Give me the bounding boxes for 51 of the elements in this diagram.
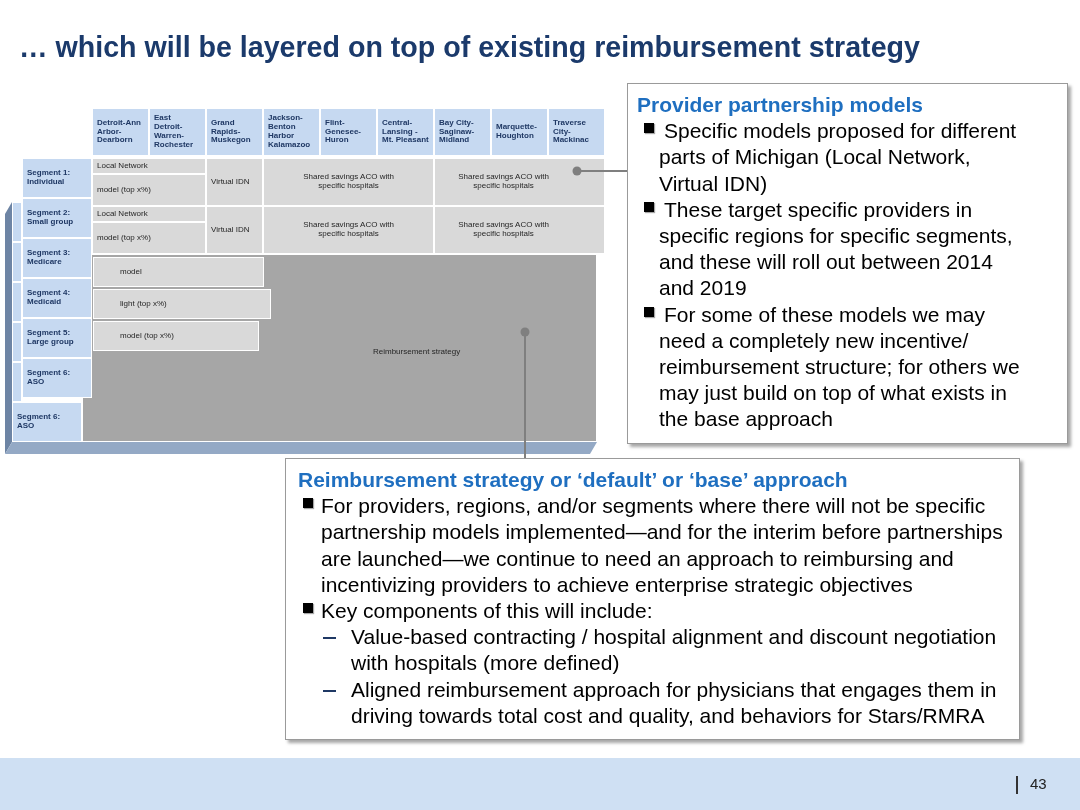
model-cell: model — [93, 257, 264, 287]
stacked-segment-tile — [12, 362, 22, 402]
model-cell: Local Network — [92, 158, 206, 174]
region-header: Central-Lansing - Mt. Pleasant — [377, 108, 434, 156]
stacked-segment-tile — [12, 242, 22, 282]
region-header: East Detroit-Warren-Rochester — [149, 108, 206, 156]
leader-line — [520, 327, 530, 459]
leader-line — [572, 166, 628, 176]
model-cell: Shared savings ACO with specific hospitals — [263, 206, 434, 254]
segment-label: Segment 6: ASO — [12, 402, 82, 442]
model-cell: model (top x%) — [92, 222, 206, 254]
segment-label: Segment 4: Medicaid — [22, 278, 92, 318]
model-cell: model (top x%) — [93, 321, 259, 351]
stacked-segment-tile — [12, 282, 22, 322]
stacked-segment-tile — [12, 202, 22, 242]
segment-label: Segment 1: Individual — [22, 158, 92, 198]
region-header: Jackson-Benton Harbor Kalamazoo — [263, 108, 320, 156]
region-header: Marquette-Houghton — [491, 108, 548, 156]
bullet-text: Specific models proposed for different parts of Michigan (Local Network, Virtual IDN) — [659, 118, 1018, 197]
bullet-text: Aligned reimbursement approach for physicians that engages them in driving towards total cost and quality, and behaviors for Stars/RMRA — [351, 676, 998, 729]
segment-label: Segment 3: Medicare — [22, 238, 92, 278]
model-cell: Virtual IDN — [206, 206, 263, 254]
model-cell: Shared savings ACO with specific hospitals — [263, 158, 434, 206]
model-cell: Local Network — [92, 206, 206, 222]
slide-title: … which will be layered on top of existing reimbursement strategy — [19, 30, 920, 64]
segment-label: Segment 5: Large group — [22, 318, 92, 358]
segment-label: Segment 2: Small group — [22, 198, 92, 238]
bullet-text: Value-based contracting / hospital alignment and discount negotiation with hospitals (more defined) — [351, 624, 998, 677]
bullet-text: These target specific providers in specific regions for specific segments, and these will roll out between 2014 and 2019 — [659, 196, 1014, 302]
bullet-text: For some of these models we may need a completely new incentive/ reimbursement structure; for others we may just build on top of what exists in the base approach — [659, 301, 1021, 433]
model-cell: light (top x%) — [93, 289, 271, 319]
page-number: 43 — [1030, 775, 1047, 793]
layer-label: Reimbursement strategy — [373, 347, 461, 357]
callout-box — [627, 83, 1068, 444]
region-header: Flint-Genesee-Huron — [320, 108, 377, 156]
bullet-text: For providers, regions, and/or segments where there will not be specific partnership models implemented—and for the interim before partnerships are launched—we continue to need an approach to reimbursing and incentivizing providers to achieve enterprise strategic objectives — [321, 493, 1004, 598]
model-cell: Virtual IDN — [206, 158, 263, 206]
model-cell: Shared savings ACO with specific hospitals — [434, 158, 605, 206]
bullet-text: Key components of this will include: — [321, 598, 654, 624]
callout-box — [285, 458, 1020, 741]
region-header: Traverse City-Mackinac — [548, 108, 605, 156]
stacked-segment-tile — [12, 322, 22, 362]
model-cell: model (top x%) — [92, 174, 206, 206]
base-layer-panel — [82, 254, 597, 442]
model-cell: Shared savings ACO with specific hospitals — [434, 206, 605, 254]
region-header: Bay City-Saginaw-Midland — [434, 108, 491, 156]
segment-label: Segment 6: ASO — [22, 358, 92, 398]
region-header: Detroit-Ann Arbor-Dearborn — [92, 108, 149, 156]
callout-heading: Provider partnership models — [637, 92, 923, 118]
callout-heading: Reimbursement strategy or ‘default’ or ‘base’ approach — [298, 467, 848, 493]
region-header: Grand Rapids-Muskegon — [206, 108, 263, 156]
